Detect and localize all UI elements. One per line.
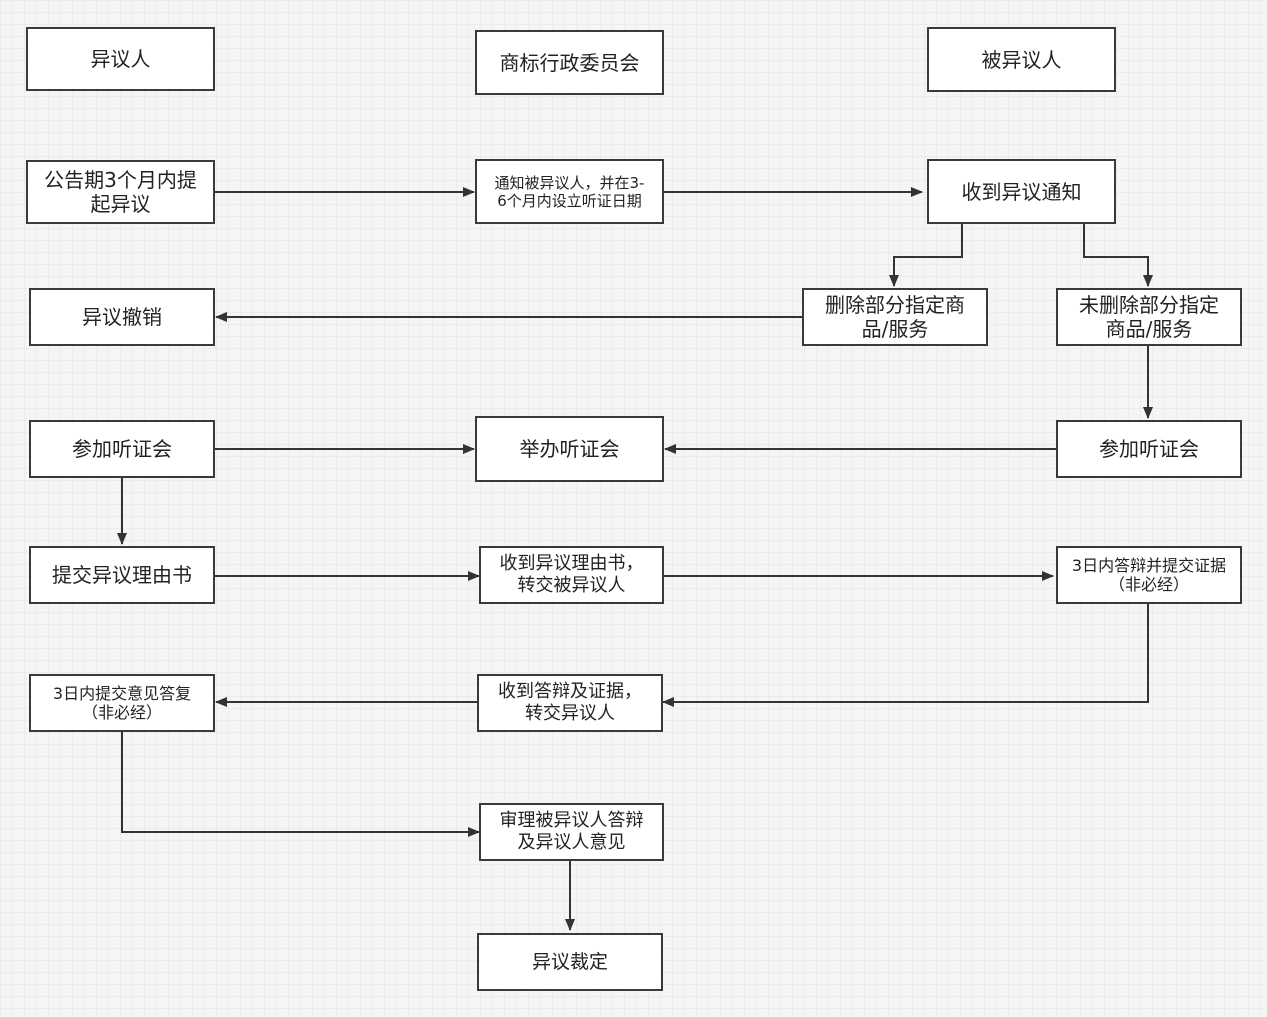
step-opposer-attend-hearing: 参加听证会 (29, 420, 215, 478)
step-not-delete-goods-label: 未删除部分指定 商品/服务 (1079, 293, 1219, 341)
arrow-reply-to-review (121, 731, 480, 837)
step-receive-defense-label: 收到答辩及证据， 转交异议人 (498, 681, 642, 724)
step-receive-notice-label: 收到异议通知 (961, 179, 1082, 204)
lane-header-committee: 商标行政委员会 (475, 30, 664, 95)
step-hold-hearing: 举办听证会 (475, 416, 664, 482)
step-review-label: 审理被异议人答辩 及异议人意见 (499, 810, 644, 853)
step-delete-goods-label: 删除部分指定商 品/服务 (825, 293, 965, 341)
step-notify-opposed: 通知被异议人，并在3- 6个月内设立听证日期 (475, 159, 664, 224)
step-file-opposition-label: 公告期3个月内提 起异议 (44, 168, 197, 216)
step-opposed-defense-label: 3日内答辩并提交证据 （非必经） (1071, 555, 1227, 594)
step-delete-goods: 删除部分指定商 品/服务 (802, 288, 988, 346)
lane-header-committee-label: 商标行政委员会 (499, 50, 640, 75)
step-opposer-attend-hearing-label: 参加听证会 (72, 437, 172, 461)
step-opposed-attend-hearing-label: 参加听证会 (1099, 437, 1199, 461)
step-hold-hearing-label: 举办听证会 (519, 437, 620, 461)
step-receive-notice: 收到异议通知 (927, 159, 1116, 224)
lane-header-opposer-label: 异议人 (90, 47, 151, 71)
step-opposer-reply-label: 3日内提交意见答复 （非必经） (52, 683, 192, 722)
step-submit-statement: 提交异议理由书 (29, 546, 215, 604)
step-opposed-attend-hearing: 参加听证会 (1056, 420, 1242, 478)
step-not-delete-goods: 未删除部分指定 商品/服务 (1056, 288, 1242, 346)
step-receive-statement-label: 收到异议理由书， 转交被异议人 (499, 553, 644, 596)
step-file-opposition: 公告期3个月内提 起异议 (26, 160, 215, 224)
step-receive-statement: 收到异议理由书， 转交被异议人 (479, 546, 664, 604)
arrow-receive-notice-to-delete (889, 224, 963, 287)
arrow-defense-to-receive-defense (662, 604, 1149, 707)
step-opposed-defense: 3日内答辩并提交证据 （非必经） (1056, 546, 1242, 604)
step-receive-defense: 收到答辩及证据， 转交异议人 (477, 674, 663, 732)
step-review: 审理被异议人答辩 及异议人意见 (479, 803, 664, 861)
step-notify-opposed-label: 通知被异议人，并在3- 6个月内设立听证日期 (494, 173, 645, 210)
step-submit-statement-label: 提交异议理由书 (52, 563, 192, 587)
lane-header-opposer: 异议人 (26, 27, 215, 91)
step-opposition-withdrawn-label: 异议撤销 (82, 305, 162, 329)
lane-header-opposed-label: 被异议人 (981, 47, 1062, 72)
step-opposition-withdrawn: 异议撤销 (29, 288, 215, 346)
step-ruling-label: 异议裁定 (531, 950, 608, 973)
arrow-receive-notice-to-not-delete (1083, 224, 1153, 287)
lane-header-opposed: 被异议人 (927, 27, 1116, 92)
step-opposer-reply: 3日内提交意见答复 （非必经） (29, 674, 215, 732)
step-ruling: 异议裁定 (477, 933, 663, 991)
